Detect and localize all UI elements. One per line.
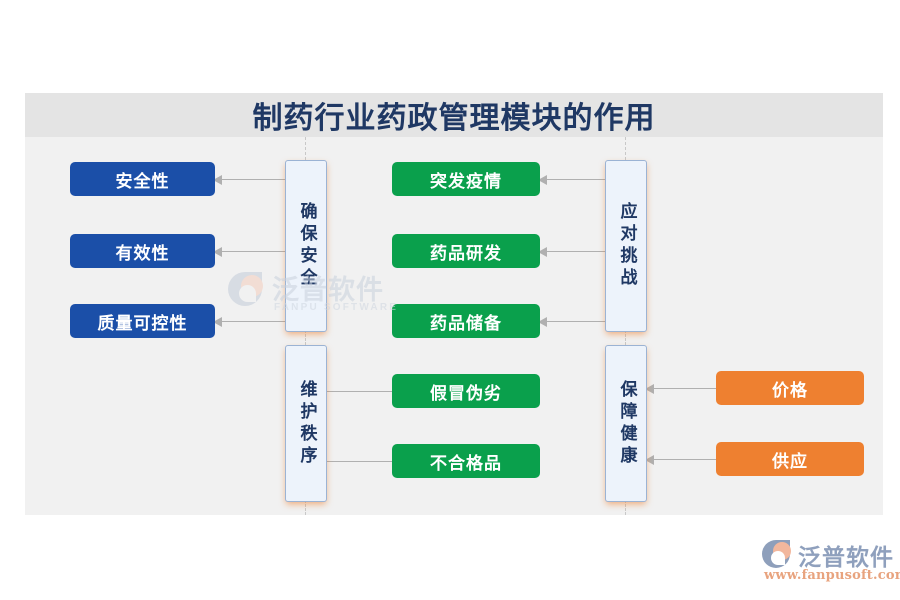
connector-protect-health-1 xyxy=(654,388,716,389)
leaf-box-substandard[interactable]: 不合格品 xyxy=(392,444,540,478)
stage-label-protect-health: 保障健康 xyxy=(616,379,637,468)
stage-label-meet-challenge: 应对挑战 xyxy=(616,202,637,290)
brand-logo-url-text: www.fanpusoft.com xyxy=(764,568,900,583)
connector-maintain-order-1 xyxy=(325,391,392,392)
page-title: 制药行业药政管理模块的作用 xyxy=(252,101,656,136)
dashed-connector-bottom-right xyxy=(625,500,626,515)
dashed-connector-top-left xyxy=(305,137,306,160)
arrowhead-ensure-safety-2 xyxy=(213,247,222,257)
dashed-connector-mid-left xyxy=(305,330,306,345)
leaf-label-effectiveness: 有效性 xyxy=(115,243,170,264)
diagram-panel-header xyxy=(25,93,883,137)
connector-maintain-order-2 xyxy=(325,461,392,462)
leaf-label-supply: 供应 xyxy=(772,451,808,472)
leaf-label-safety: 安全性 xyxy=(115,171,170,192)
leaf-box-epidemic[interactable]: 突发疫情 xyxy=(392,162,540,196)
leaf-box-counterfeit[interactable]: 假冒伪劣 xyxy=(392,374,540,408)
leaf-box-drug-reserve[interactable]: 药品储备 xyxy=(392,304,540,338)
arrowhead-ensure-safety-3 xyxy=(213,317,222,327)
dashed-connector-mid-right xyxy=(625,330,626,345)
connector-protect-health-2 xyxy=(654,459,716,460)
stage-box-maintain-order[interactable]: 维护秩序 xyxy=(285,345,327,502)
connector-ensure-safety-1 xyxy=(222,179,285,180)
leaf-label-epidemic: 突发疫情 xyxy=(430,171,502,192)
stage-box-ensure-safety[interactable]: 确保安全 xyxy=(285,160,327,332)
arrowhead-protect-health-1 xyxy=(645,384,654,394)
dashed-connector-bottom-left xyxy=(305,500,306,515)
leaf-box-drug-rnd[interactable]: 药品研发 xyxy=(392,234,540,268)
leaf-box-quality-controllable[interactable]: 质量可控性 xyxy=(70,304,215,338)
leaf-label-drug-rnd: 药品研发 xyxy=(430,243,502,264)
connector-meet-challenge-1 xyxy=(547,179,605,180)
connector-meet-challenge-3 xyxy=(547,321,605,322)
fanpu-logo-icon xyxy=(762,540,794,568)
leaf-label-price: 价格 xyxy=(772,380,808,401)
leaf-label-quality-controllable: 质量可控性 xyxy=(97,313,188,334)
connector-ensure-safety-2 xyxy=(222,251,285,252)
leaf-box-supply[interactable]: 供应 xyxy=(716,442,864,476)
arrowhead-ensure-safety-1 xyxy=(213,175,222,185)
leaf-label-counterfeit: 假冒伪劣 xyxy=(430,383,502,404)
stage-box-protect-health[interactable]: 保障健康 xyxy=(605,345,647,502)
arrowhead-protect-health-2 xyxy=(645,455,654,465)
brand-logo: 泛普软件 www.fanpusoft.com xyxy=(762,538,900,586)
arrowhead-meet-challenge-2 xyxy=(538,247,547,257)
leaf-box-effectiveness[interactable]: 有效性 xyxy=(70,234,215,268)
leaf-label-substandard: 不合格品 xyxy=(430,453,502,474)
leaf-label-drug-reserve: 药品储备 xyxy=(430,313,502,334)
connector-ensure-safety-3 xyxy=(222,321,285,322)
stage-label-maintain-order: 维护秩序 xyxy=(296,379,317,468)
arrowhead-meet-challenge-1 xyxy=(538,175,547,185)
brand-logo-cn-text: 泛普软件 xyxy=(798,544,894,570)
stage-box-meet-challenge[interactable]: 应对挑战 xyxy=(605,160,647,332)
arrowhead-meet-challenge-3 xyxy=(538,317,547,327)
stage-label-ensure-safety: 确保安全 xyxy=(296,202,317,290)
dashed-connector-top-right xyxy=(625,137,626,160)
connector-meet-challenge-2 xyxy=(547,251,605,252)
leaf-box-price[interactable]: 价格 xyxy=(716,371,864,405)
leaf-box-safety[interactable]: 安全性 xyxy=(70,162,215,196)
